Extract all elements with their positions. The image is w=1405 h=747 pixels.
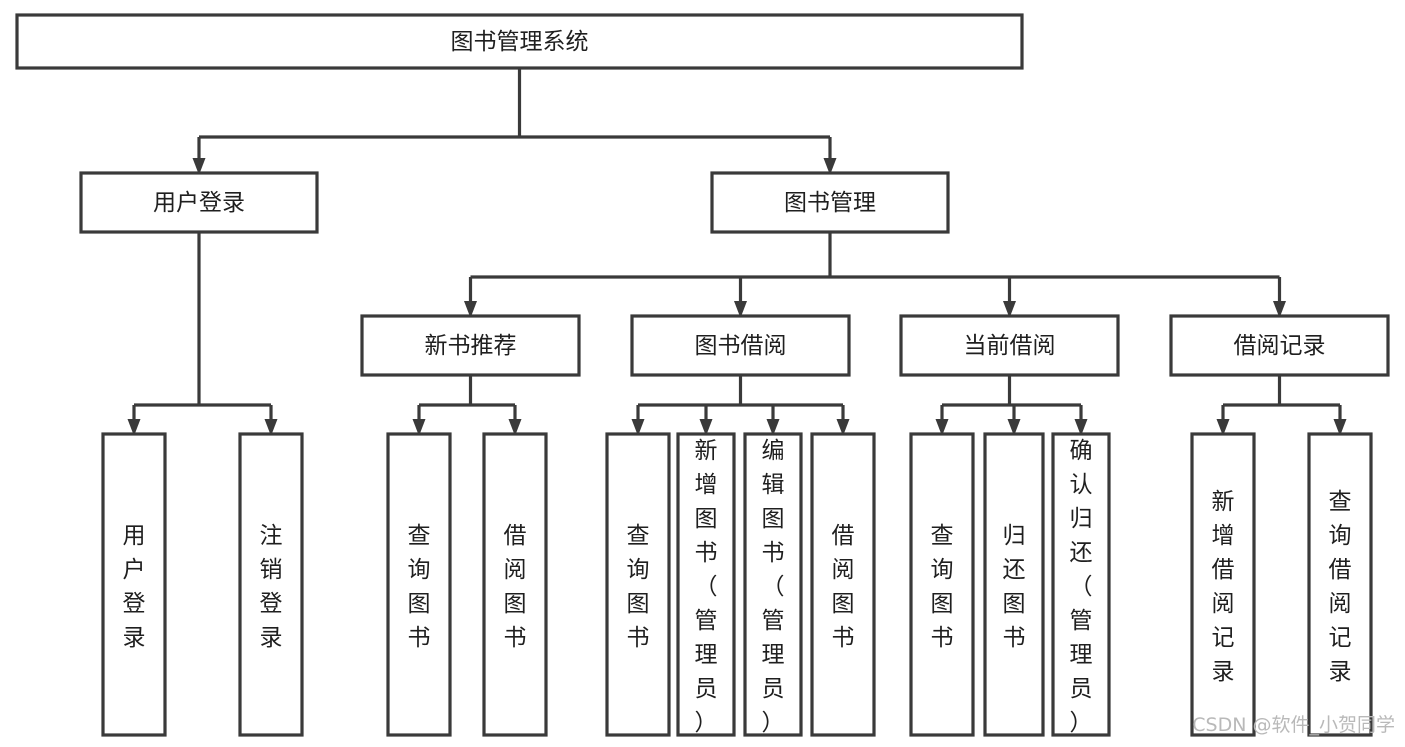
- node-add-borrow-record[interactable]: 新增借阅记录: [1190, 432, 1256, 737]
- node-label-return-book: 归还图书: [1003, 523, 1026, 651]
- node-add-book-admin[interactable]: 新增图书（管理员）: [676, 432, 736, 737]
- node-box-query-borrow-record[interactable]: [1307, 432, 1373, 737]
- node-book-borrow[interactable]: 图书借阅: [630, 314, 851, 377]
- node-label-root: 图书管理系统: [451, 29, 589, 55]
- edge-group-borrow-record: [1216, 375, 1347, 436]
- node-box-root[interactable]: [15, 13, 1024, 70]
- node-box-borrow-book-recommend[interactable]: [482, 432, 548, 737]
- node-borrow-record[interactable]: 借阅记录: [1169, 314, 1390, 377]
- edge-group-book-management: [464, 232, 1286, 318]
- node-query-book-borrow[interactable]: 查询图书: [605, 432, 671, 737]
- node-edit-book-admin[interactable]: 编辑图书（管理员）: [743, 432, 803, 737]
- arrow-head-icon: [464, 301, 477, 318]
- node-return-book[interactable]: 归还图书: [983, 432, 1045, 737]
- node-label-user-login: 用户登录: [153, 190, 245, 216]
- node-query-book-current[interactable]: 查询图书: [909, 432, 975, 737]
- edge-group-root: [192, 68, 837, 175]
- edge-group-current-borrow: [935, 375, 1088, 436]
- arrow-head-icon: [1216, 419, 1230, 436]
- node-box-new-book-recommend[interactable]: [360, 314, 581, 377]
- node-query-book-recommend[interactable]: 查询图书: [386, 432, 452, 737]
- arrow-head-icon: [836, 419, 850, 436]
- node-label-borrow-record: 借阅记录: [1234, 333, 1326, 359]
- node-box-add-borrow-record[interactable]: [1190, 432, 1256, 737]
- node-label-confirm-return-admin: 确认归还（管理员）: [1070, 438, 1093, 736]
- node-box-book-borrow[interactable]: [630, 314, 851, 377]
- node-box-borrow-book-borrow[interactable]: [810, 432, 876, 737]
- arrow-head-icon: [1074, 419, 1088, 436]
- node-box-logout-leaf[interactable]: [238, 432, 304, 737]
- arrow-head-icon: [699, 419, 713, 436]
- csdn-watermark: CSDN @软件_小贺同学: [1192, 714, 1395, 736]
- node-layer: 图书管理系统用户登录图书管理新书推荐图书借阅当前借阅借阅记录用户登录注销登录查询…: [15, 13, 1390, 737]
- node-label-borrow-book-recommend: 借阅图书: [504, 523, 527, 651]
- arrow-head-icon: [766, 419, 780, 436]
- arrow-head-icon: [1333, 419, 1347, 436]
- node-box-return-book[interactable]: [983, 432, 1045, 737]
- node-label-current-borrow: 当前借阅: [964, 333, 1056, 359]
- arrow-head-icon: [1273, 301, 1286, 318]
- arrow-head-icon: [631, 419, 645, 436]
- edge-group-user-login: [127, 232, 278, 436]
- node-box-current-borrow[interactable]: [899, 314, 1120, 377]
- node-box-confirm-return-admin[interactable]: [1051, 432, 1111, 737]
- node-borrow-book-recommend[interactable]: 借阅图书: [482, 432, 548, 737]
- node-label-query-book-recommend: 查询图书: [408, 523, 431, 651]
- node-label-add-borrow-record: 新增借阅记录: [1212, 489, 1235, 685]
- edge-group-book-borrow: [631, 375, 850, 436]
- node-box-query-book-current[interactable]: [909, 432, 975, 737]
- node-label-user-login-leaf: 用户登录: [123, 523, 146, 651]
- node-label-edit-book-admin: 编辑图书（管理员）: [762, 438, 785, 736]
- node-label-logout-leaf: 注销登录: [260, 523, 283, 651]
- arrow-head-icon: [935, 419, 949, 436]
- node-label-borrow-book-borrow: 借阅图书: [832, 523, 855, 651]
- node-user-login-leaf[interactable]: 用户登录: [101, 432, 167, 737]
- arrow-head-icon: [1007, 419, 1021, 436]
- node-current-borrow[interactable]: 当前借阅: [899, 314, 1120, 377]
- connector-layer: [127, 68, 1347, 436]
- node-label-book-borrow: 图书借阅: [695, 333, 787, 359]
- node-borrow-book-borrow[interactable]: 借阅图书: [810, 432, 876, 737]
- node-label-query-book-borrow: 查询图书: [627, 523, 650, 651]
- arrow-head-icon: [192, 158, 206, 175]
- node-box-user-login-leaf[interactable]: [101, 432, 167, 737]
- node-box-book-management[interactable]: [710, 171, 950, 234]
- node-new-book-recommend[interactable]: 新书推荐: [360, 314, 581, 377]
- node-label-query-book-current: 查询图书: [931, 523, 954, 651]
- arrow-head-icon: [412, 419, 426, 436]
- arrow-head-icon: [734, 301, 747, 318]
- arrow-head-icon: [127, 419, 141, 436]
- arrow-head-icon: [1003, 301, 1016, 318]
- node-label-new-book-recommend: 新书推荐: [425, 333, 517, 359]
- edge-group-new-book-recommend: [412, 375, 522, 436]
- node-label-book-management: 图书管理: [784, 190, 876, 216]
- node-logout-leaf[interactable]: 注销登录: [238, 432, 304, 737]
- node-box-query-book-recommend[interactable]: [386, 432, 452, 737]
- node-query-borrow-record[interactable]: 查询借阅记录: [1307, 432, 1373, 737]
- node-box-add-book-admin[interactable]: [676, 432, 736, 737]
- arrow-head-icon: [264, 419, 278, 436]
- node-label-query-borrow-record: 查询借阅记录: [1329, 489, 1352, 685]
- node-box-user-login[interactable]: [79, 171, 319, 234]
- arrow-head-icon: [508, 419, 522, 436]
- node-confirm-return-admin[interactable]: 确认归还（管理员）: [1051, 432, 1111, 737]
- node-box-borrow-record[interactable]: [1169, 314, 1390, 377]
- arrow-head-icon: [823, 158, 837, 175]
- node-label-add-book-admin: 新增图书（管理员）: [695, 438, 718, 736]
- watermark-layer: CSDN @软件_小贺同学: [1192, 714, 1395, 736]
- node-root[interactable]: 图书管理系统: [15, 13, 1024, 70]
- node-box-edit-book-admin[interactable]: [743, 432, 803, 737]
- node-box-query-book-borrow[interactable]: [605, 432, 671, 737]
- node-book-management[interactable]: 图书管理: [710, 171, 950, 234]
- node-user-login[interactable]: 用户登录: [79, 171, 319, 234]
